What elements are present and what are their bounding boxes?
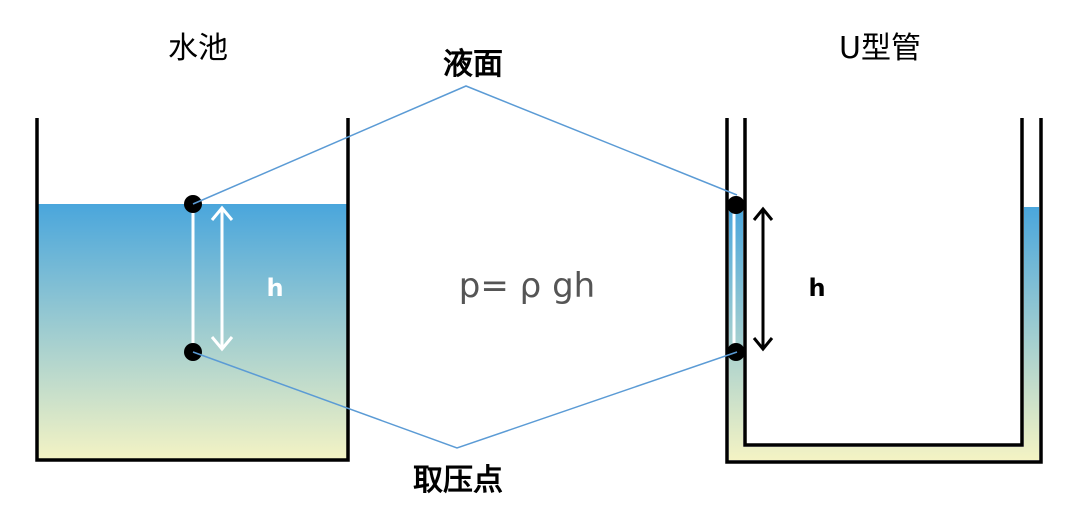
- u-tube-h-arrow: [752, 206, 774, 352]
- u-tube-inner-wall: [743, 118, 1024, 447]
- formula: p= ρ gh: [459, 266, 595, 306]
- liquid-surface-label: 液面: [443, 47, 503, 82]
- pool-walls: [35, 118, 350, 462]
- u-tube: [725, 118, 1043, 464]
- pool: [35, 118, 350, 462]
- u-tube-h-label: h: [808, 274, 825, 302]
- u-tube-surface-point: [727, 196, 745, 214]
- pressure-point-label: 取压点: [413, 463, 503, 498]
- pool-h-label: h: [266, 274, 283, 302]
- u-tube-outer-wall: [725, 118, 1043, 464]
- u-tube-title: U型管: [839, 31, 921, 66]
- surface-leader-lines: [192, 85, 738, 205]
- pool-title: 水池: [168, 31, 228, 66]
- u-tube-liquid: [729, 205, 1039, 460]
- pressure-point-leader-lines: [192, 351, 738, 449]
- pool-h-arrow: [210, 205, 234, 352]
